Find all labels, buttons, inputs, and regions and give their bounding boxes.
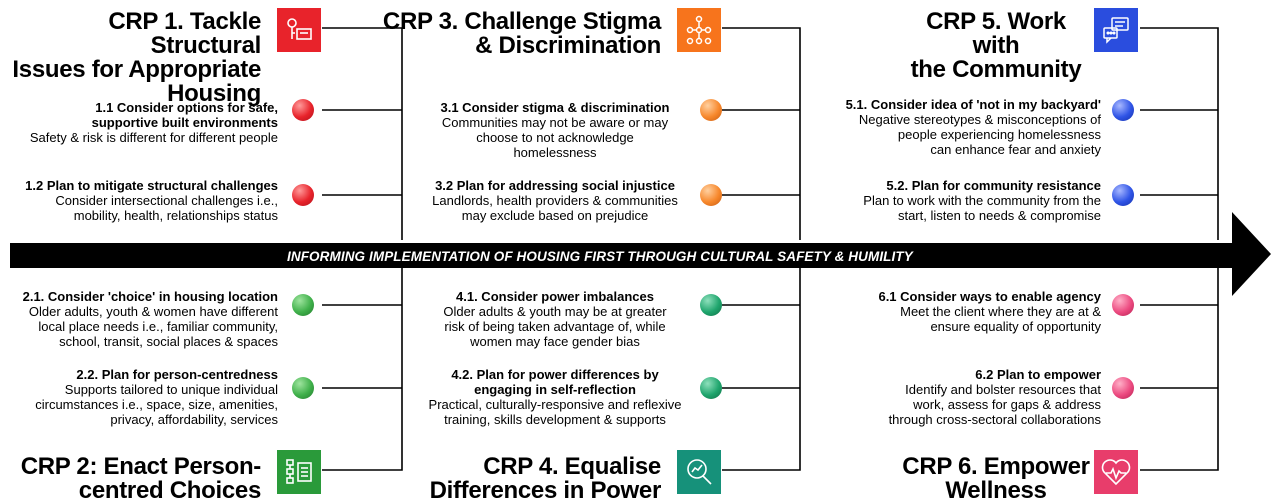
dot-6-2 xyxy=(1112,377,1134,399)
flowchart-checklist-icon xyxy=(277,450,321,494)
dot-5-1 xyxy=(1112,99,1134,121)
crp3-title: CRP 3. Challenge Stigma & Discrimination xyxy=(382,8,661,59)
key-sign-icon xyxy=(277,8,321,52)
item-1-1: 1.1 Consider options for safe, supportiv… xyxy=(29,100,278,145)
crp1-title: CRP 1. Tackle Structural Issues for Appr… xyxy=(12,8,261,107)
network-nodes-icon xyxy=(677,8,721,52)
timeline-arrow xyxy=(10,212,1271,296)
crp2-title: CRP 2: Enact Person- centred Choices xyxy=(20,453,262,504)
dot-2-2 xyxy=(292,377,314,399)
dot-6-1 xyxy=(1112,294,1134,316)
item-4-2: 4.2. Plan for power differences by engag… xyxy=(428,367,682,427)
magnify-chart-icon xyxy=(677,450,721,494)
crp6-title: CRP 6. Empower Wellness xyxy=(902,453,1090,504)
item-3-2: 3.2 Plan for addressing social injustice… xyxy=(432,178,678,223)
heart-pulse-icon xyxy=(1094,450,1138,494)
dot-1-2 xyxy=(292,184,314,206)
crp4-title: CRP 4. Equalise Differences in Power xyxy=(429,453,662,504)
dot-1-1 xyxy=(292,99,314,121)
chat-bubbles-icon xyxy=(1094,8,1138,52)
dot-3-1 xyxy=(700,99,722,121)
banner-text: INFORMING IMPLEMENTATION OF HOUSING FIRS… xyxy=(287,249,913,264)
dot-2-1 xyxy=(292,294,314,316)
item-1-2: 1.2 Plan to mitigate structural challeng… xyxy=(25,178,278,223)
dot-5-2 xyxy=(1112,184,1134,206)
dot-4-1 xyxy=(700,294,722,316)
item-2-1: 2.1. Consider 'choice' in housing locati… xyxy=(22,289,278,349)
dot-4-2 xyxy=(700,377,722,399)
dot-3-2 xyxy=(700,184,722,206)
crp5-title: CRP 5. Work with the Community xyxy=(910,8,1082,83)
item-5-1: 5.1. Consider idea of 'not in my backyar… xyxy=(845,97,1101,157)
